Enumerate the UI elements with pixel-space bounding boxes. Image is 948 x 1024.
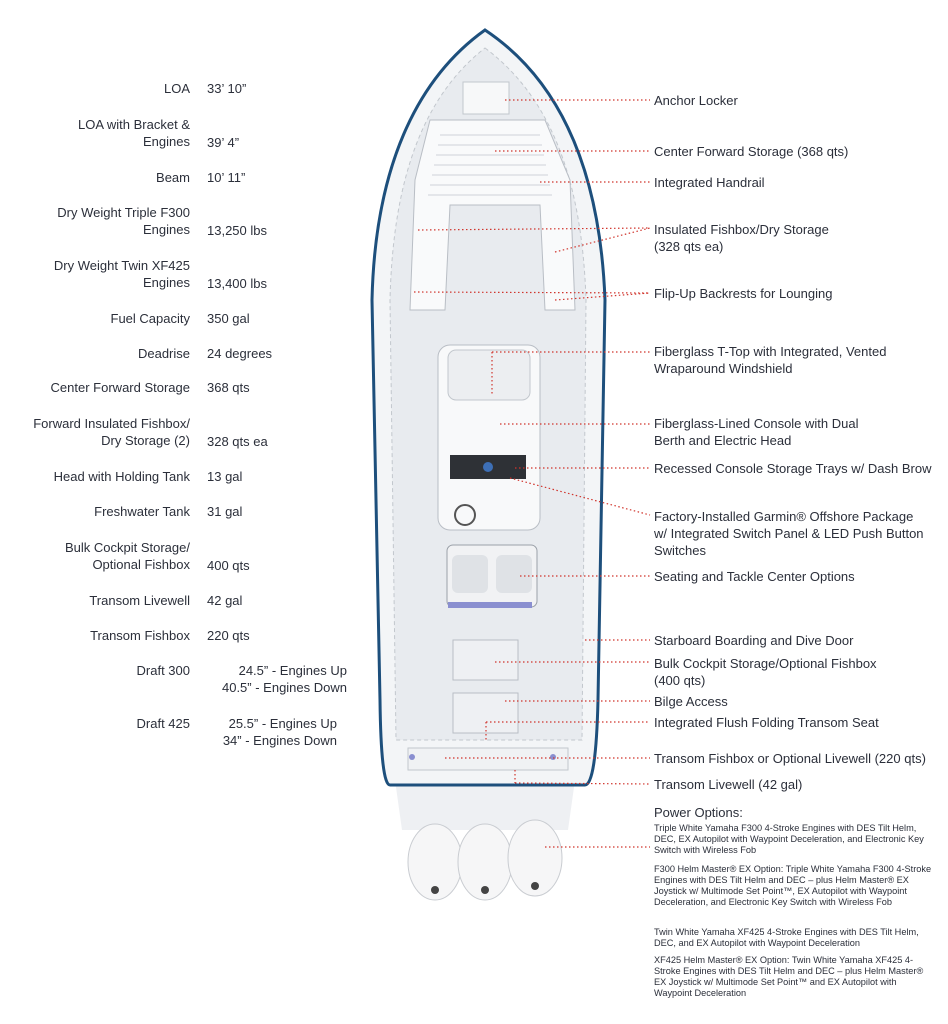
- spec-value-bulk-cockpit: 400 qts: [207, 558, 250, 573]
- spec-label-dry-weight-f300: Dry Weight Triple F300 Engines: [57, 205, 190, 237]
- spec-label-head: Head with Holding Tank: [53, 469, 190, 484]
- power-option-f300-helm-master: F300 Helm Master® EX Option: Triple Whit…: [654, 864, 932, 907]
- spec-value-draft-425: 25.5” - Engines Up 34” - Engines Down: [222, 716, 337, 748]
- spec-label-center-forward-storage: Center Forward Storage: [50, 380, 190, 395]
- power-options-title: Power Options:: [654, 805, 743, 820]
- spec-label-transom-livewell: Transom Livewell: [89, 593, 190, 608]
- callout-leaders: [413, 99, 651, 848]
- callout-bulk-cockpit-storage: Bulk Cockpit Storage/Optional Fishbox (4…: [654, 656, 877, 688]
- power-option-f300: Triple White Yamaha F300 4-Stroke Engine…: [654, 823, 924, 855]
- spec-value-loa-with-bracket: 39’ 4”: [207, 135, 240, 150]
- callout-garmin-package: Factory-Installed Garmin® Offshore Packa…: [654, 509, 924, 558]
- spec-value-forward-fishbox: 328 qts ea: [207, 434, 268, 449]
- spec-label-draft-425: Draft 425: [136, 716, 190, 731]
- spec-value-freshwater: 31 gal: [207, 504, 243, 519]
- steering-wheel: [454, 504, 476, 526]
- spec-label-forward-fishbox: Forward Insulated Fishbox/ Dry Storage (…: [33, 416, 190, 448]
- power-option-xf425-helm-master: XF425 Helm Master® EX Option: Twin White…: [654, 955, 924, 998]
- spec-value-draft-300: 24.5” - Engines Up 40.5” - Engines Down: [221, 663, 347, 695]
- spec-label-loa-with-bracket: LOA with Bracket & Engines: [78, 117, 190, 149]
- callout-console-storage-trays: Recessed Console Storage Trays w/ Dash B…: [654, 461, 932, 476]
- spec-value-loa: 33’ 10”: [207, 81, 247, 96]
- spec-label-transom-fishbox: Transom Fishbox: [90, 628, 190, 643]
- spec-label-deadrise: Deadrise: [137, 346, 190, 361]
- callout-insulated-fishbox: Insulated Fishbox/Dry Storage (328 qts e…: [654, 222, 829, 254]
- anchor-locker: [462, 81, 510, 115]
- spec-value-transom-livewell: 42 gal: [207, 593, 243, 608]
- callout-transom-seat: Integrated Flush Folding Transom Seat: [654, 715, 879, 730]
- callout-integrated-handrail: Integrated Handrail: [654, 175, 765, 190]
- spec-label-fuel-capacity: Fuel Capacity: [110, 311, 190, 326]
- callout-transom-livewell: Transom Livewell (42 gal): [654, 777, 803, 792]
- spec-value-head: 13 gal: [207, 469, 243, 484]
- bow-seating: [409, 119, 576, 311]
- spec-value-beam: 10’ 11”: [207, 170, 246, 185]
- callout-boarding-door: Starboard Boarding and Dive Door: [654, 633, 854, 648]
- spec-label-draft-300: Draft 300: [136, 663, 190, 678]
- callout-transom-fishbox: Transom Fishbox or Optional Livewell (22…: [654, 751, 926, 766]
- callout-center-forward-storage: Center Forward Storage (368 qts): [654, 144, 849, 159]
- spec-value-dry-weight-xf425: 13,400 lbs: [207, 276, 267, 291]
- spec-label-loa: LOA: [163, 81, 190, 96]
- spec-label-bulk-cockpit: Bulk Cockpit Storage/ Optional Fishbox: [64, 540, 190, 572]
- callout-bilge-access: Bilge Access: [654, 694, 728, 709]
- spec-label-freshwater: Freshwater Tank: [94, 504, 190, 519]
- spec-label-beam: Beam: [156, 170, 190, 185]
- spec-value-fuel-capacity: 350 gal: [207, 311, 250, 326]
- spec-label-dry-weight-xf425: Dry Weight Twin XF425 Engines: [53, 258, 190, 290]
- engine-3: [507, 819, 563, 897]
- spec-value-transom-fishbox: 220 qts: [207, 628, 250, 643]
- spec-value-center-forward-storage: 368 qts: [207, 380, 250, 395]
- power-option-xf425: Twin White Yamaha XF425 4-Stroke Engines…: [654, 927, 919, 948]
- callout-t-top: Fiberglass T-Top with Integrated, Vented…: [654, 344, 887, 376]
- callout-flip-up-backrests: Flip-Up Backrests for Lounging: [654, 286, 833, 301]
- spec-value-dry-weight-f300: 13,250 lbs: [207, 223, 267, 238]
- spec-value-deadrise: 24 degrees: [207, 346, 273, 361]
- transom: [407, 747, 569, 771]
- bulk-cockpit-storage-hatch: [452, 639, 519, 681]
- outboard-engines: [395, 780, 575, 901]
- callout-console: Fiberglass-Lined Console with Dual Berth…: [654, 416, 859, 448]
- callout-anchor-locker: Anchor Locker: [654, 93, 738, 108]
- callout-seating-tackle: Seating and Tackle Center Options: [654, 569, 855, 584]
